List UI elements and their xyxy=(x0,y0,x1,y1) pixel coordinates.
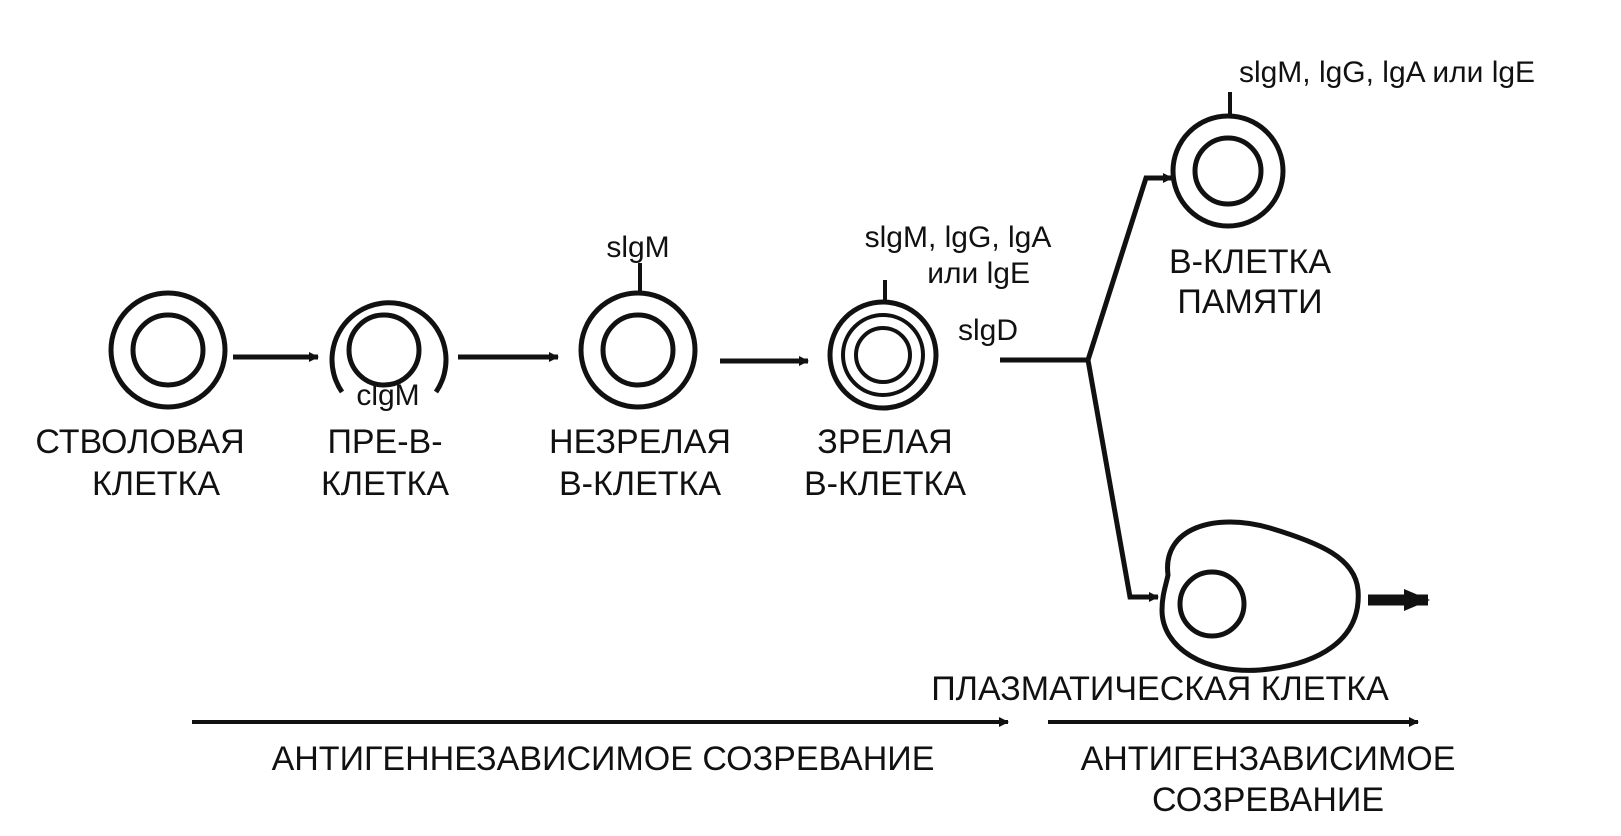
immature-b-cell-marker-slgm: slgM xyxy=(606,231,669,264)
plasma-cell-nucleus xyxy=(1177,569,1247,639)
phase-independent-label: АНТИГЕННЕЗАВИСИМОЕ СОЗРЕВАНИЕ xyxy=(272,740,935,778)
mature-b-cell-outer-membrane xyxy=(827,299,939,411)
memory-b-cell-label-line2: ПАМЯТИ xyxy=(1177,283,1322,321)
pre-b-cell-label-line1: ПРЕ-В- xyxy=(327,423,442,461)
stem-cell-nucleus xyxy=(130,312,206,388)
phase-dependent-label-line1: АНТИГЕНЗАВИСИМОЕ xyxy=(1081,740,1456,778)
arrow-to-memory-cell xyxy=(1085,173,1173,361)
immature-b-cell-label-line2: В-КЛЕТКА xyxy=(559,465,721,503)
plasma-cell-label: ПЛАЗМАТИЧЕСКАЯ КЛЕТКА xyxy=(931,670,1389,708)
mature-b-cell-label-line1: ЗРЕЛАЯ xyxy=(817,423,952,461)
mature-b-cell-nucleus xyxy=(854,326,912,384)
immature-b-cell-label-line1: НЕЗРЕЛАЯ xyxy=(549,423,731,461)
pre-b-cell xyxy=(329,300,449,394)
mature-b-cell xyxy=(827,280,939,411)
memory-b-cell-outer-membrane xyxy=(1170,113,1286,229)
immature-b-cell-outer-membrane xyxy=(578,290,698,410)
stem-cell xyxy=(108,290,228,410)
pre-b-cell-label-line2: КЛЕТКА xyxy=(321,465,449,503)
arrow-to-plasma-cell xyxy=(1085,359,1159,602)
stem-cell-label-line2: КЛЕТКА xyxy=(92,465,220,503)
plasma-cell-membrane xyxy=(1159,519,1361,673)
mature-b-cell-marker-slgd: slgD xyxy=(958,314,1018,347)
mature-b-cell-inner-membrane xyxy=(841,313,925,397)
immature-b-cell-nucleus xyxy=(600,312,676,388)
pre-b-cell-marker-clgm: clgM xyxy=(356,379,419,412)
mature-b-cell-marker-line1: slgM, lgG, lgA xyxy=(865,221,1052,254)
mature-b-cell-marker-line2: или lgE xyxy=(927,257,1030,290)
pre-b-cell-outer-membrane xyxy=(329,300,449,394)
memory-b-cell-label-line1: В-КЛЕТКА xyxy=(1169,243,1331,281)
immature-b-cell xyxy=(578,263,698,410)
memory-b-cell xyxy=(1170,92,1286,229)
branch-connector xyxy=(1000,173,1173,602)
memory-b-cell-marker: slgM, lgG, lgA или lgE xyxy=(1239,56,1535,89)
pre-b-cell-nucleus xyxy=(346,312,422,388)
memory-b-cell-nucleus xyxy=(1192,135,1264,207)
mature-b-cell-label-line2: В-КЛЕТКА xyxy=(804,465,966,503)
stem-cell-label-line1: СТВОЛОВАЯ xyxy=(35,423,244,461)
phase-dependent-label-line2: СОЗРЕВАНИЕ xyxy=(1152,781,1384,819)
stem-cell-outer-membrane xyxy=(108,290,228,410)
plasma-cell xyxy=(1159,519,1430,673)
